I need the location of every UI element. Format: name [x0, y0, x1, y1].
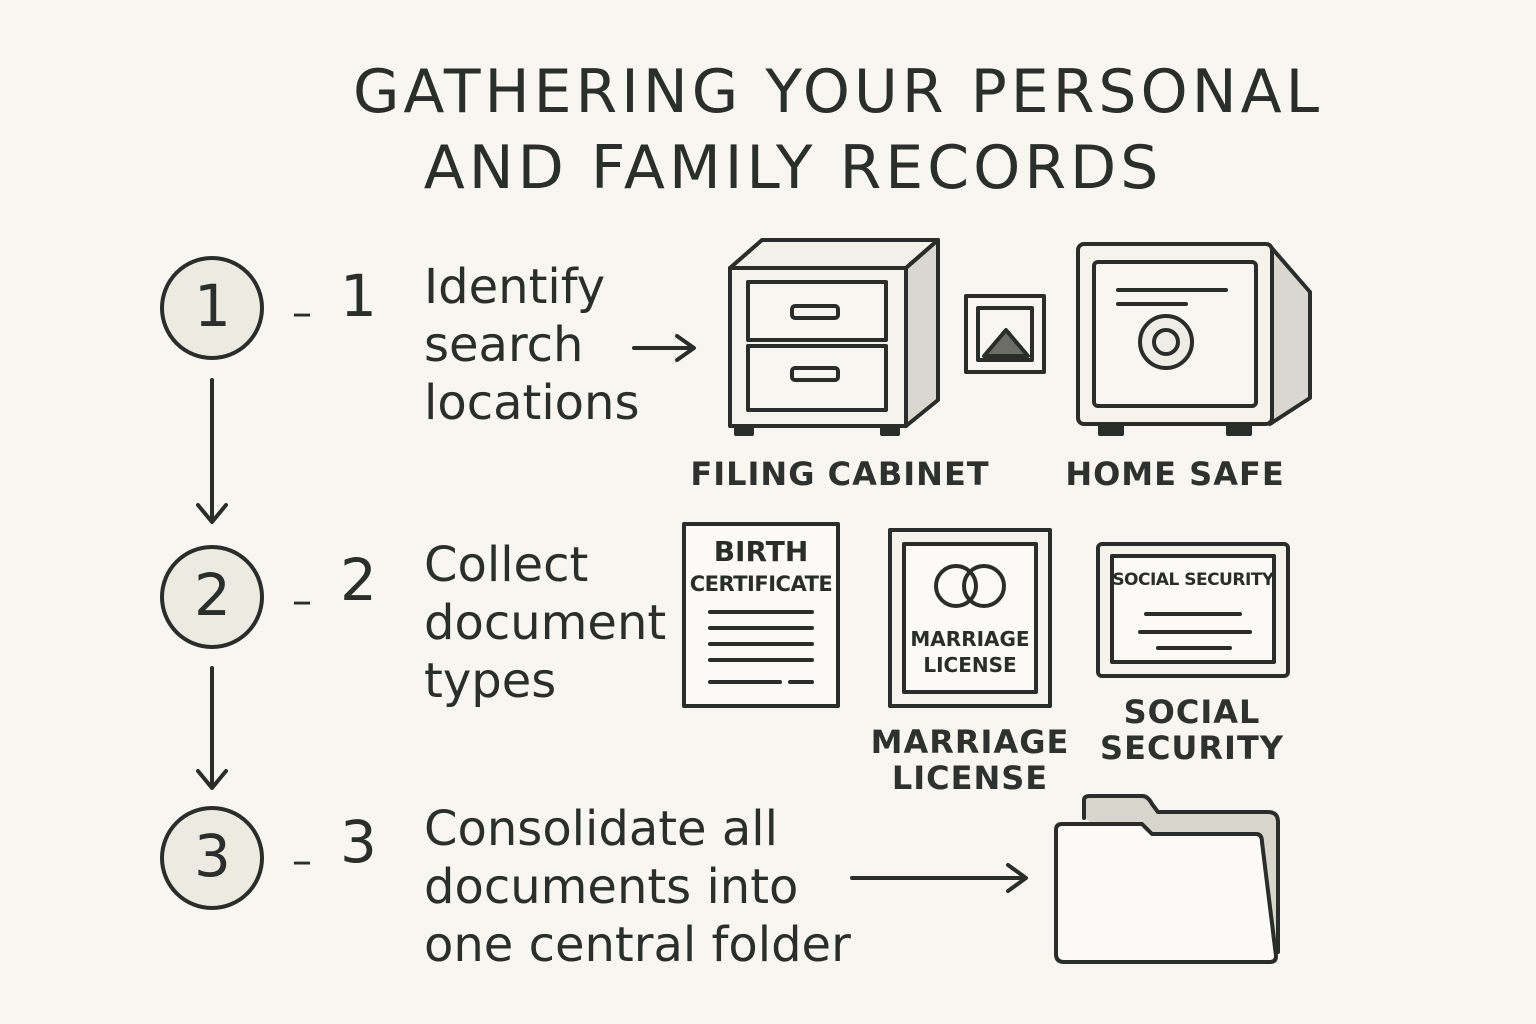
- step-2-circle-label: 2: [194, 561, 231, 629]
- home-safe-caption: HOME SAFE: [1065, 455, 1285, 493]
- folder-icon: [1054, 794, 1280, 964]
- step-1-text: Identify search locations: [424, 259, 640, 431]
- social-security-caption: SOCIAL SECURITY: [1090, 694, 1294, 766]
- marriage-license-caption: MARRIAGE LICENSE: [870, 724, 1070, 796]
- social-security-card-icon: [1096, 542, 1290, 678]
- marriage-license-inner-line-2: LICENSE: [923, 653, 1017, 677]
- title-line-2: AND FAMILY RECORDS: [423, 133, 1163, 203]
- step-3-dash: –: [292, 838, 312, 884]
- step-3-circle-label: 3: [194, 822, 231, 890]
- step-2-dash: –: [292, 578, 312, 624]
- step-1-circle-label: 1: [194, 272, 231, 340]
- down-arrow-1-icon: [196, 378, 228, 524]
- birth-certificate-line-1: BIRTH: [713, 535, 809, 568]
- marriage-license-inner-line-1: MARRIAGE: [910, 627, 1030, 651]
- step-2-circle: [160, 545, 264, 649]
- step-1-number: 1: [340, 262, 377, 330]
- marriage-license-label: MARRIAGE LICENSE: [904, 626, 1036, 678]
- right-arrow-3-icon: [850, 863, 1028, 893]
- title-line-1: GATHERING YOUR PERSONAL: [352, 57, 1324, 127]
- right-arrow-1-icon: [632, 334, 696, 362]
- step-3-text: Consolidate all documents into one centr…: [424, 801, 851, 973]
- social-security-caption-line-2: SECURITY: [1100, 729, 1284, 767]
- birth-certificate-icon: [682, 522, 840, 708]
- social-security-card-label: SOCIAL SECURITY: [1112, 570, 1274, 590]
- down-arrow-2-icon: [196, 666, 228, 790]
- marriage-license-caption-line-2: LICENSE: [891, 759, 1049, 797]
- step-1-circle: [160, 256, 264, 360]
- marriage-license-caption-line-1: MARRIAGE: [870, 723, 1070, 761]
- home-safe-icon: [1076, 242, 1312, 436]
- marriage-license-icon: [888, 528, 1052, 708]
- filing-cabinet-caption: FILING CABINET: [690, 455, 990, 493]
- step-3-number: 3: [340, 808, 377, 876]
- filing-cabinet-icon: [728, 238, 940, 436]
- step-2-text: Collect document types: [424, 537, 667, 709]
- step-2-number: 2: [340, 546, 377, 614]
- step-3-circle: [160, 806, 264, 910]
- social-security-caption-line-1: SOCIAL: [1123, 693, 1261, 731]
- birth-certificate-label: BIRTH CERTIFICATE: [684, 536, 838, 600]
- step-1-dash: –: [292, 290, 312, 336]
- birth-certificate-line-2: CERTIFICATE: [689, 572, 833, 596]
- picture-frame-icon: [964, 294, 1046, 374]
